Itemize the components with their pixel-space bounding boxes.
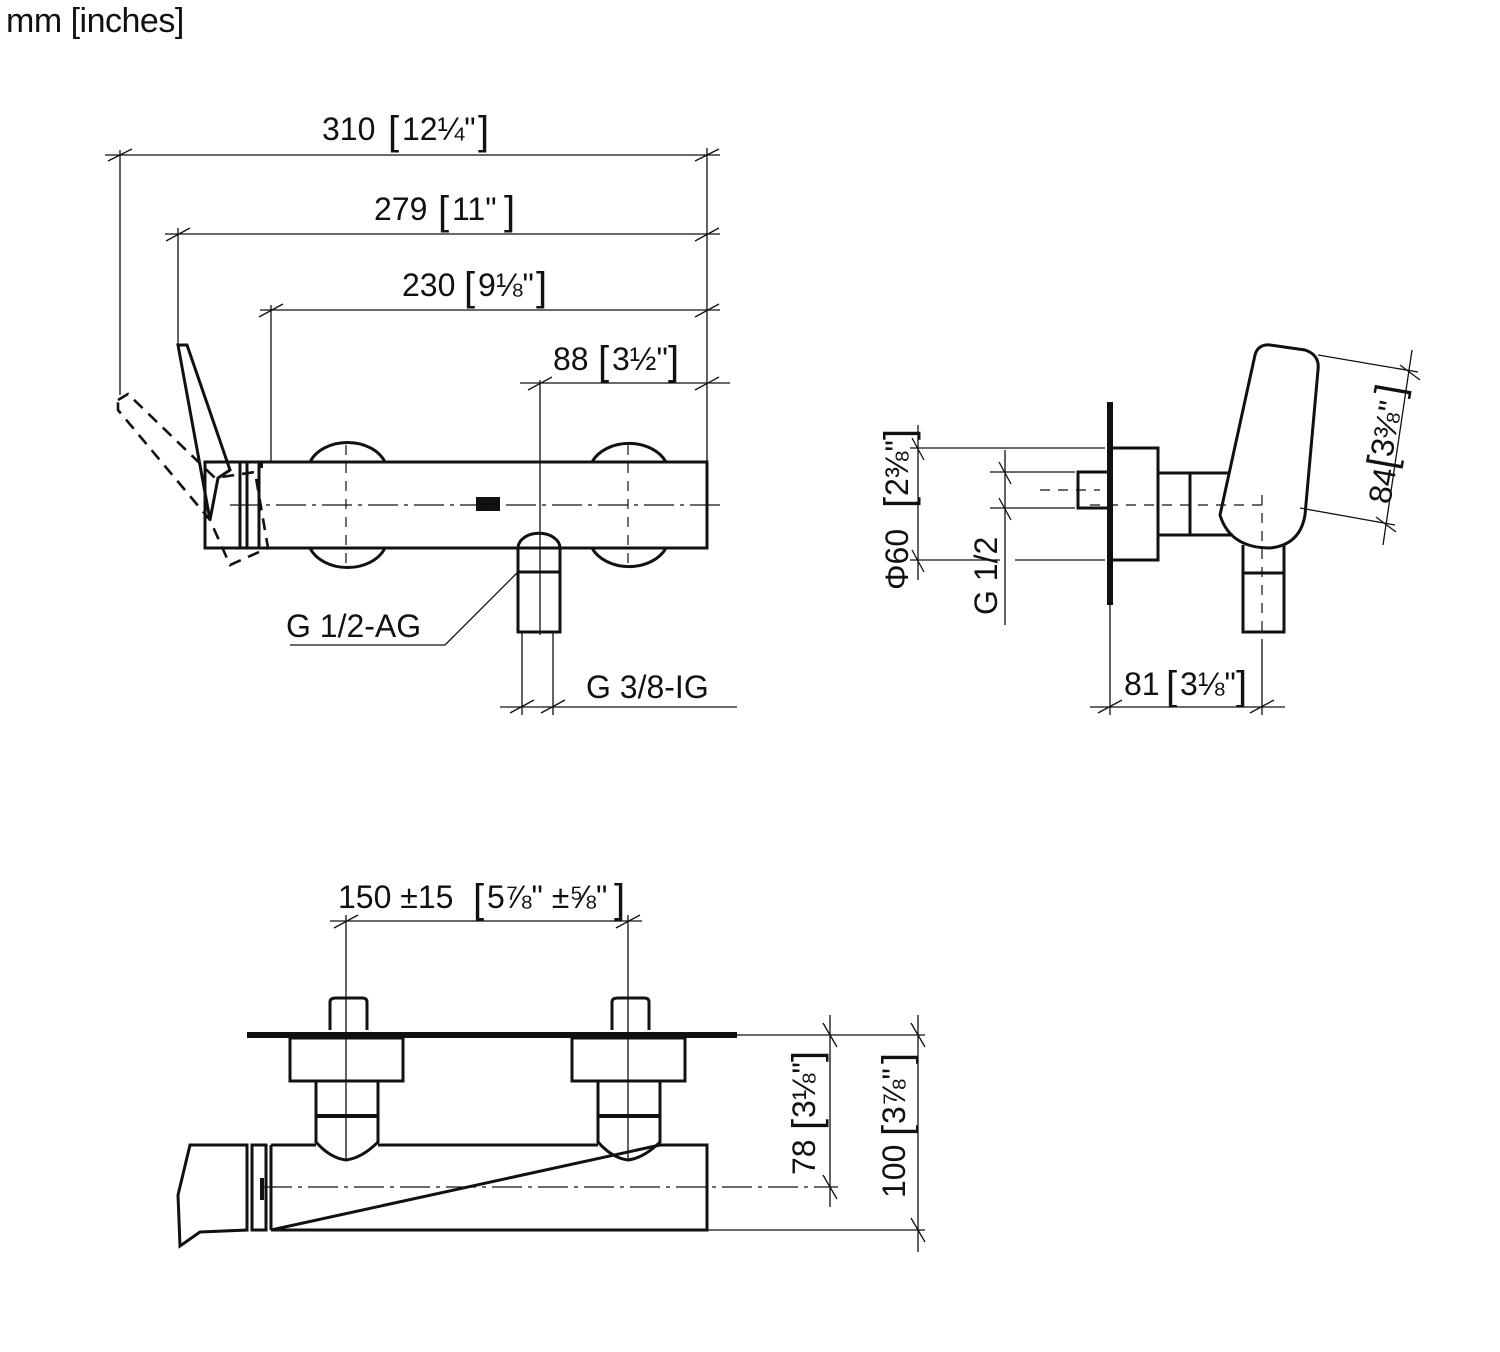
overall-length-dimension: 310 [ 12¼" ]	[105, 109, 720, 162]
svg-text:Φ60: Φ60	[879, 529, 915, 590]
svg-text:G 1/2: G 1/2	[968, 537, 1004, 615]
svg-text:11": 11"	[452, 191, 497, 227]
top-lever-handle	[176, 1143, 249, 1249]
svg-text:]: ]	[614, 877, 625, 921]
svg-text:]: ]	[785, 1051, 829, 1062]
body-length-dimension: 230 [ 9⅛" ]	[258, 265, 720, 318]
svg-text:279: 279	[374, 191, 427, 227]
outlet-offset-dimension: 88 [ 3½" ]	[520, 339, 730, 391]
lever-handle	[176, 343, 232, 521]
svg-text:[: [	[1166, 664, 1177, 708]
svg-text:[: [	[785, 1119, 829, 1130]
svg-text:]: ]	[877, 429, 921, 440]
svg-text:5⅞" ±⅝": 5⅞" ±⅝"	[487, 879, 607, 915]
svg-text:[: [	[598, 339, 609, 383]
svg-text:]: ]	[1236, 664, 1247, 708]
wall-to-axis-dimension: 78 [ 3⅛" ]	[785, 1015, 838, 1207]
projection-dimension: 81 [ 3⅛" ]	[1090, 605, 1285, 715]
svg-text:G 3/8-IG: G 3/8-IG	[586, 669, 709, 705]
handle-to-end-dimension: 279 [ 11" ]	[165, 189, 720, 242]
svg-text:81: 81	[1124, 666, 1160, 702]
side-lever-handle	[1218, 343, 1320, 550]
lever-handle-alternate	[116, 392, 270, 567]
handle-length-dimension: 84 [ 3⅜" ]	[1299, 349, 1421, 546]
svg-text:]: ]	[478, 109, 489, 153]
logo-badge	[476, 497, 500, 511]
svg-text:310: 310	[322, 111, 375, 147]
svg-text:G 1/2-AG: G 1/2-AG	[286, 608, 421, 644]
svg-text:3⅛": 3⅛"	[1180, 666, 1236, 702]
svg-text:[: [	[875, 1125, 919, 1136]
svg-text:[: [	[473, 877, 484, 921]
svg-text:3⅛": 3⅛"	[786, 1062, 822, 1118]
thread-dimension: G 1/2	[968, 450, 1075, 625]
svg-text:84: 84	[1361, 465, 1403, 506]
svg-text:100: 100	[876, 1145, 912, 1198]
svg-text:230: 230	[402, 267, 455, 303]
svg-text:78: 78	[786, 1139, 822, 1175]
svg-text:]: ]	[875, 1053, 919, 1064]
svg-text:[: [	[438, 189, 449, 233]
outlet-nozzle	[516, 531, 562, 634]
svg-text:3⅜": 3⅜"	[1363, 398, 1408, 459]
svg-text:3½": 3½"	[612, 341, 668, 377]
svg-text:]: ]	[504, 189, 515, 233]
svg-text:]: ]	[536, 265, 547, 309]
svg-text:[: [	[388, 109, 399, 153]
top-view: 150 ±15 [ 5⅞" ±⅝" ] 78	[176, 877, 926, 1252]
svg-text:[: [	[877, 497, 921, 508]
wall-to-front-dimension: 100 [ 3⅞" ]	[875, 1015, 926, 1252]
side-view: Φ60 [ 2⅜" ] G 1/2 81 [ 3⅛" ]	[877, 343, 1421, 715]
front-view: 310 [ 12¼" ] 279 [ 11" ] 230 [ 9⅛" ]	[105, 109, 737, 715]
escutcheon-diameter-dimension: Φ60 [ 2⅜" ]	[877, 425, 1105, 590]
centers-dimension: 150 ±15 [ 5⅞" ±⅝" ]	[330, 877, 642, 1160]
svg-text:12¼": 12¼"	[402, 111, 476, 147]
svg-text:]: ]	[668, 339, 679, 383]
svg-text:88: 88	[553, 341, 589, 377]
svg-text:]: ]	[1368, 381, 1413, 400]
svg-text:[: [	[464, 265, 475, 309]
svg-text:150 ±15: 150 ±15	[338, 879, 453, 915]
units-label: mm [inches]	[6, 2, 184, 40]
svg-text:2⅜": 2⅜"	[879, 440, 915, 496]
outlet-callout: G 3/8-IG	[500, 669, 737, 714]
inlet-callout: G 1/2-AG	[286, 571, 519, 646]
svg-text:3⅞": 3⅞"	[876, 1068, 912, 1124]
svg-text:9⅛": 9⅛"	[478, 267, 534, 303]
